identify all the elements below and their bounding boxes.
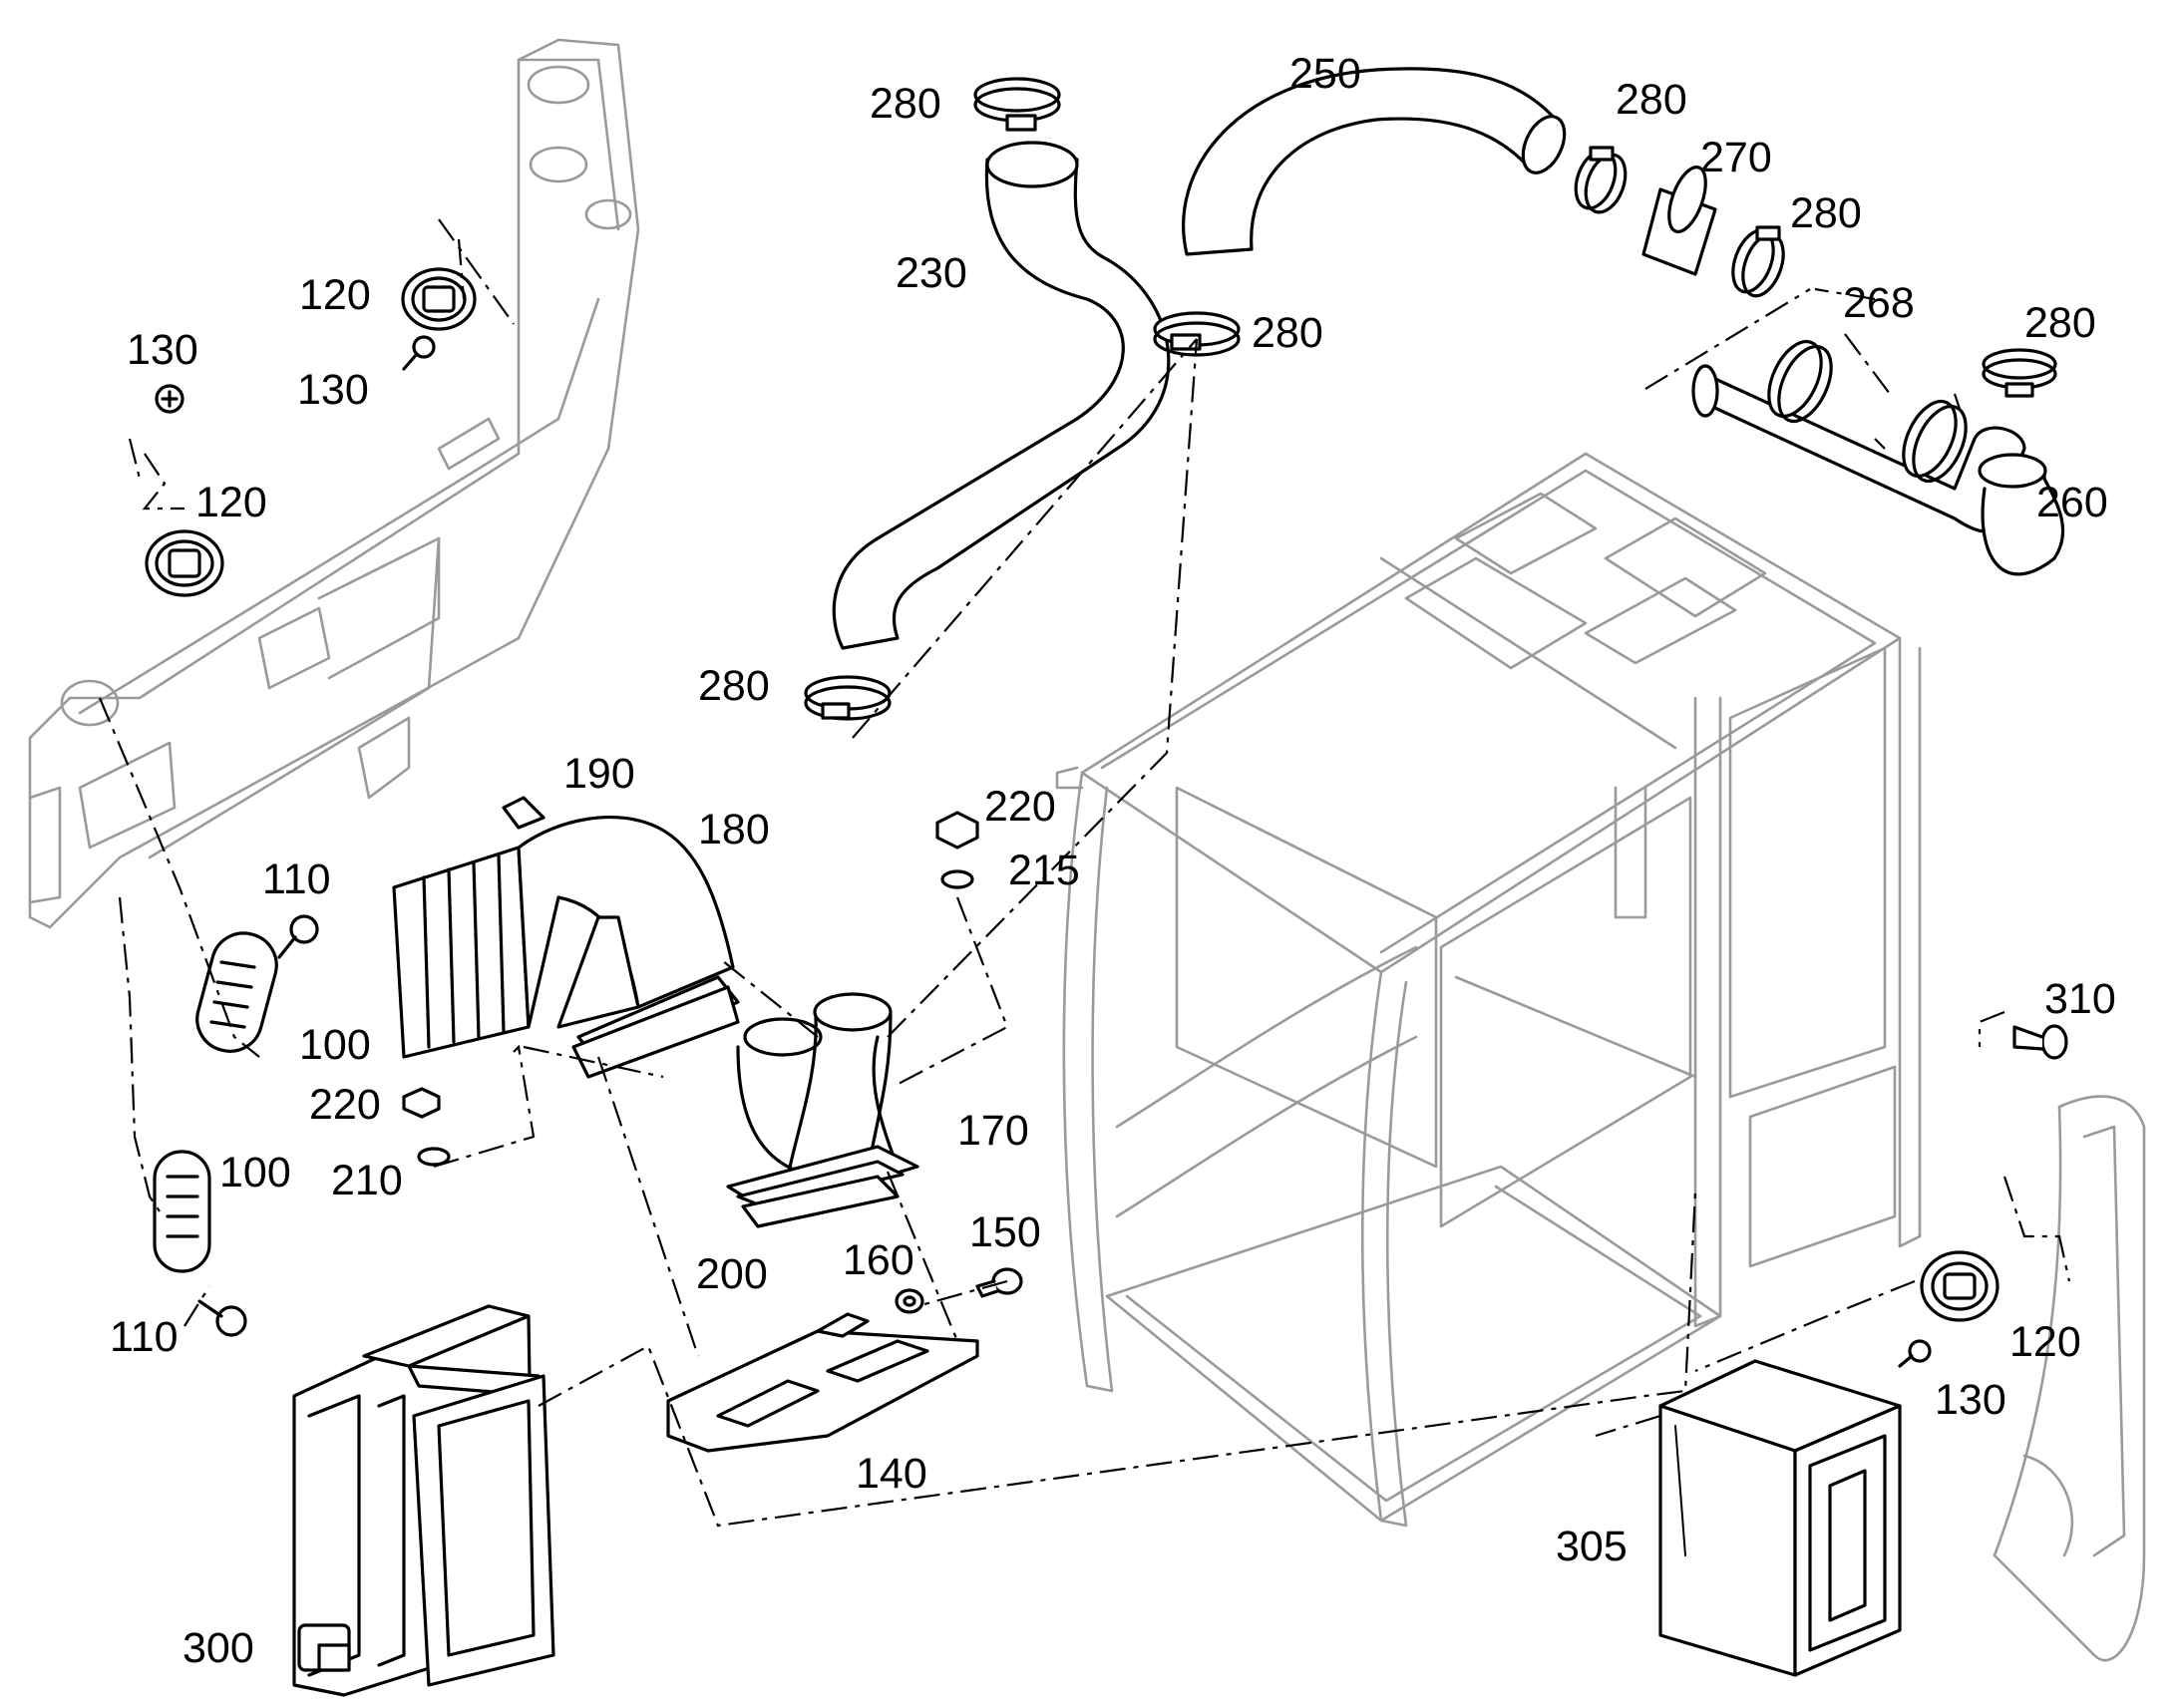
callout-170: 170: [957, 1107, 1029, 1155]
callout-215: 215: [1008, 847, 1080, 894]
hose-clamp-268-b: [1902, 399, 1968, 484]
vent-knob-120-top: [401, 267, 477, 331]
hose-clamp-right-270: [1731, 225, 1785, 298]
callout-210: 210: [331, 1157, 403, 1204]
heater-unit-300: [292, 1304, 555, 1697]
callout-280-e: 280: [2024, 299, 2096, 347]
gasket-200: [726, 1145, 919, 1228]
screw-310: [2012, 1024, 2068, 1060]
callout-310: 310: [2044, 975, 2116, 1023]
callout-270: 270: [1700, 134, 1772, 181]
vent-knob-120-right: [1920, 1250, 1999, 1322]
screw-130-c: [1898, 1339, 1932, 1368]
screws: [155, 335, 2068, 1368]
hose-clamps-280: [804, 77, 2057, 721]
hose-clamp-268-a: [1767, 339, 1833, 424]
sleeve-270: [1641, 166, 1717, 276]
callout-230: 230: [896, 249, 967, 297]
louvre-100-lower: [153, 1150, 211, 1273]
hose-clamp-top-left: [973, 77, 1061, 132]
vent-knob-120-left: [145, 529, 224, 597]
hose-250: [1182, 67, 1567, 256]
callout-120-a: 120: [299, 271, 371, 319]
duct-190: [392, 796, 735, 1059]
callout-120-b: 120: [195, 479, 267, 526]
callout-280-b: 280: [1616, 76, 1687, 124]
callouts: 280 250 280 270 280 230 280 268 280 120 …: [110, 50, 2116, 1672]
callout-180: 180: [698, 806, 770, 854]
duct-180: [556, 915, 740, 1079]
box-305: [1658, 1359, 1902, 1677]
callout-100-b: 100: [219, 1149, 291, 1196]
callout-100-a: 100: [299, 1021, 371, 1069]
hose-clamp-mid-250: [1153, 311, 1241, 357]
callout-280-f: 280: [698, 662, 770, 710]
callout-280-a: 280: [870, 80, 941, 128]
callout-110-b: 110: [110, 1313, 179, 1361]
callout-250: 250: [1289, 50, 1361, 98]
right-side-panel: [1993, 1095, 2146, 1662]
screw-110-b: [197, 1299, 247, 1337]
callout-150: 150: [969, 1208, 1041, 1256]
washer-210: [417, 1147, 451, 1167]
hose-230: [832, 141, 1171, 650]
callout-160: 160: [843, 1236, 914, 1284]
callout-280-d: 280: [1252, 309, 1323, 357]
screw-110-a: [277, 914, 319, 959]
screw-130-a: [155, 384, 184, 414]
callout-130-c: 130: [1935, 1376, 2006, 1424]
callout-130-b: 130: [297, 366, 369, 414]
callout-268: 268: [1843, 279, 1915, 327]
washer-160: [895, 1288, 924, 1314]
washer-215: [940, 869, 974, 889]
hose-260: [1691, 364, 2065, 576]
nuts-and-washers: [402, 811, 1023, 1314]
cab-frame: [1055, 452, 1922, 1528]
hose-clamp-top-right: [1982, 348, 2057, 398]
nut-220-left: [402, 1087, 441, 1119]
callout-110-a: 110: [262, 855, 331, 903]
callout-305: 305: [1556, 1523, 1628, 1570]
callout-260: 260: [2036, 479, 2108, 526]
callout-220-b: 220: [309, 1081, 381, 1129]
callout-120-c: 120: [2009, 1318, 2081, 1366]
left-console-panel: [28, 38, 640, 929]
callout-130-a: 130: [127, 326, 198, 374]
leader-lines: [98, 218, 2071, 1528]
louvre-100-upper: [195, 931, 278, 1053]
callout-280-c: 280: [1790, 189, 1862, 237]
callout-220-a: 220: [984, 783, 1056, 831]
bracket-140: [666, 1312, 979, 1453]
callout-200: 200: [696, 1250, 768, 1298]
screw-130-b: [402, 335, 436, 371]
callout-190: 190: [563, 750, 635, 798]
callout-140: 140: [856, 1450, 927, 1498]
nut-220-right: [935, 811, 979, 850]
hose-clamp-right-250: [1574, 146, 1628, 214]
callout-300: 300: [182, 1624, 254, 1672]
hose-clamp-bottom-230: [804, 675, 892, 721]
